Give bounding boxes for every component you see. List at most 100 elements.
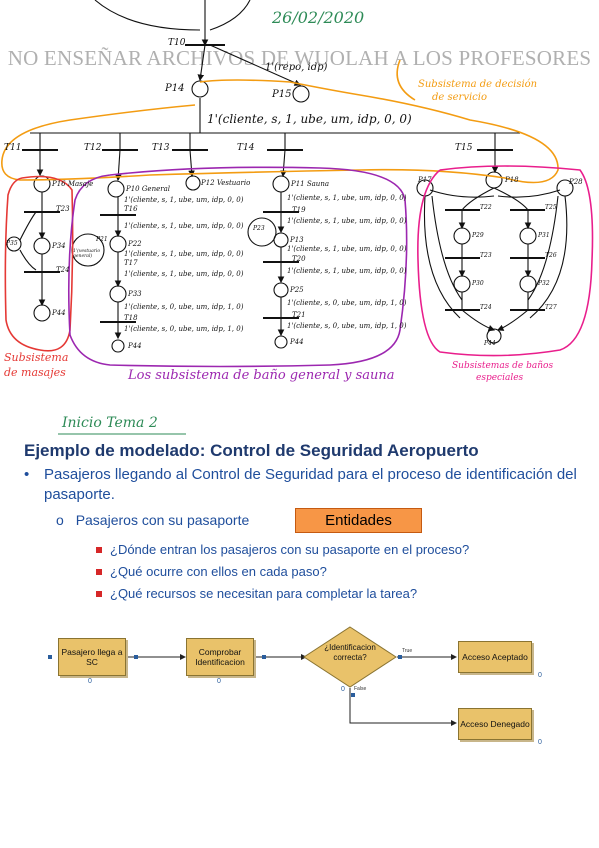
decide-counter: 0 bbox=[341, 686, 345, 693]
circle-bullet-icon: o bbox=[56, 512, 64, 528]
section-title: Ejemplo de modelado: Control de Segurida… bbox=[24, 441, 479, 460]
general-arc-3: 1'(cliente, s, 1, ube, um, idp, 0, 0) bbox=[124, 250, 244, 258]
label-p22: P22 bbox=[128, 240, 142, 248]
label-masaje-p44: P44 bbox=[52, 309, 66, 317]
label-t15: T15 bbox=[455, 143, 473, 153]
label-p18: P18 bbox=[505, 176, 519, 184]
masajes-subsystem-label: Subsistema de masajes bbox=[4, 350, 68, 380]
label-p17: P17 bbox=[418, 176, 432, 184]
sauna-arc-5: 1'(cliente, s, 0, ube, um, idp, 1, 0) bbox=[287, 299, 407, 307]
petri-net-sketch bbox=[1, 0, 594, 368]
general-arc-2: 1'(cliente, s, 1, ube, um, idp, 0, 0) bbox=[124, 222, 244, 230]
general-arc-1: 1'(cliente, s, 1, ube, um, idp, 0, 0) bbox=[124, 196, 244, 204]
create-module[interactable]: Pasajero llega a SC bbox=[58, 638, 126, 676]
label-p25: P25 bbox=[290, 286, 304, 294]
label-masaje-t24: T24 bbox=[56, 266, 70, 274]
question-item: ¿Dónde entran los pasajeros con su pasap… bbox=[96, 542, 469, 557]
label-p34: P34 bbox=[52, 242, 66, 250]
label-p10: P10 General bbox=[126, 185, 170, 193]
general-sauna-subsystem-label: Los subsistema de baño general y sauna bbox=[128, 368, 395, 383]
sauna-arc-6: 1'(cliente, s, 0, ube, um, idp, 1, 0) bbox=[287, 322, 407, 330]
question-item: ¿Qué recursos se necesitan para completa… bbox=[96, 586, 417, 601]
label-esp-p29: P29 bbox=[472, 232, 484, 239]
false-branch-label: False bbox=[354, 686, 367, 692]
label-p11: P11 Sauna bbox=[291, 180, 330, 188]
label-t10: T10 bbox=[168, 38, 186, 48]
main-bullet: • Pasajeros llegando al Control de Segur… bbox=[24, 465, 584, 505]
general-arc-4: 1'(cliente, s, 1, ube, um, idp, 0, 0) bbox=[124, 270, 244, 278]
label-t20: T20 bbox=[292, 255, 306, 263]
label-p28: P28 bbox=[569, 178, 583, 186]
label-esp-p30: P30 bbox=[472, 280, 484, 287]
decision-label-line2: de servicio bbox=[432, 92, 487, 103]
label-p21: P21 bbox=[96, 236, 108, 243]
square-bullet-icon bbox=[96, 568, 102, 575]
especiales-label-line1: Subsistemas de baños bbox=[452, 361, 554, 371]
arc-repo: 1'(repo, idp) bbox=[265, 62, 328, 73]
arc-cliente: 1'(cliente, s, 1, ube, um, idp, 0, 0) bbox=[207, 112, 412, 126]
label-p35: P35 bbox=[6, 240, 18, 247]
label-t16: T16 bbox=[124, 205, 138, 213]
label-esp-p31: P31 bbox=[538, 232, 550, 239]
main-bullet-text: Pasajeros llegando al Control de Segurid… bbox=[44, 466, 577, 503]
label-t12: T12 bbox=[84, 143, 102, 153]
decision-label-line1: Subsistema de decisión bbox=[418, 79, 538, 90]
masajes-label-line1: Subsistema bbox=[4, 351, 69, 364]
label-esp-t23: T23 bbox=[480, 252, 492, 259]
process-counter: 0 bbox=[217, 678, 221, 685]
especiales-label-line2: especiales bbox=[476, 373, 524, 383]
true-branch-label: True bbox=[402, 648, 413, 654]
question-item: ¿Qué ocurre con ellos en cada paso? bbox=[96, 564, 327, 579]
label-esp-p32: P32 bbox=[538, 280, 550, 287]
label-p23: P23 bbox=[253, 225, 265, 232]
sauna-arc-2: 1'(cliente, s, 1, ube, um, idp, 0, 0) bbox=[287, 217, 407, 225]
label-t13: T13 bbox=[152, 143, 170, 153]
accept-counter: 0 bbox=[538, 672, 542, 679]
decision-subsystem-label: Subsistema de decisión de servicio bbox=[418, 78, 537, 104]
handwritten-date: 26/02/2020 bbox=[272, 8, 365, 27]
label-p15: P15 bbox=[272, 89, 292, 100]
sub-bullet: o Pasajeros con su pasaporte bbox=[56, 512, 249, 528]
flowchart-connectors bbox=[48, 626, 457, 726]
create-counter: 0 bbox=[88, 678, 92, 685]
label-esp-t24: T24 bbox=[480, 304, 492, 311]
decide-module-label[interactable]: ¿Identificacion correcta? bbox=[324, 643, 376, 662]
label-esp-p44: P44 bbox=[484, 340, 496, 347]
label-p16: P16 Masaje bbox=[52, 180, 94, 188]
label-t19: T19 bbox=[292, 206, 306, 214]
question-text: ¿Qué ocurre con ellos en cada paso? bbox=[110, 564, 327, 579]
label-sauna-p44: P44 bbox=[290, 338, 304, 346]
dispose-accept-module[interactable]: Acceso Aceptado bbox=[458, 641, 532, 673]
general-arc-6: 1'(cliente, s, 0, ube, um, idp, 1, 0) bbox=[124, 325, 244, 333]
sauna-arc-3: 1'(cliente, s, 1, ube, um, idp, 0, 0) bbox=[287, 245, 407, 253]
inicio-tema-note: Inicio Tema 2 bbox=[62, 415, 158, 431]
general-arc-5: 1'(cliente, s, 0, ube, um, idp, 1, 0) bbox=[124, 303, 244, 311]
label-esp-t25: T25 bbox=[545, 204, 557, 211]
label-p14: P14 bbox=[165, 83, 185, 94]
process-module[interactable]: Comprobar Identificacion bbox=[186, 638, 254, 676]
label-p12: P12 Vestuario bbox=[201, 179, 251, 187]
especiales-subsystem-label: Subsistemas de baños especiales bbox=[452, 360, 553, 384]
sauna-arc-1: 1'(cliente, s, 1, ube, um, idp, 0, 0) bbox=[287, 194, 407, 202]
sub-bullet-text: Pasajeros con su pasaporte bbox=[75, 512, 250, 528]
entidades-tag: Entidades bbox=[295, 508, 422, 533]
inicio-underline bbox=[58, 433, 186, 435]
dispose-deny-module[interactable]: Acceso Denegado bbox=[458, 708, 532, 740]
label-general-p44: P44 bbox=[128, 342, 142, 350]
label-esp-t26: T26 bbox=[545, 252, 557, 259]
label-t14: T14 bbox=[237, 143, 255, 153]
label-t11: T11 bbox=[4, 143, 22, 153]
square-bullet-icon bbox=[96, 546, 102, 553]
label-masaje-t23: T23 bbox=[56, 205, 70, 213]
p21-note: 1'(vestuario general) bbox=[73, 249, 101, 259]
label-t21: T21 bbox=[292, 311, 306, 319]
label-esp-t27: T27 bbox=[545, 304, 557, 311]
bullet-dot-icon: • bbox=[24, 466, 30, 483]
label-p33: P33 bbox=[128, 290, 142, 298]
label-esp-t22: T22 bbox=[480, 204, 492, 211]
deny-counter: 0 bbox=[538, 739, 542, 746]
general-arcs-top: 1'(cliente, s, 1, ube, um, idp, 0, 0) T1… bbox=[124, 196, 243, 214]
label-t18: T18 bbox=[124, 314, 138, 322]
masajes-label-line2: de masajes bbox=[4, 366, 66, 379]
